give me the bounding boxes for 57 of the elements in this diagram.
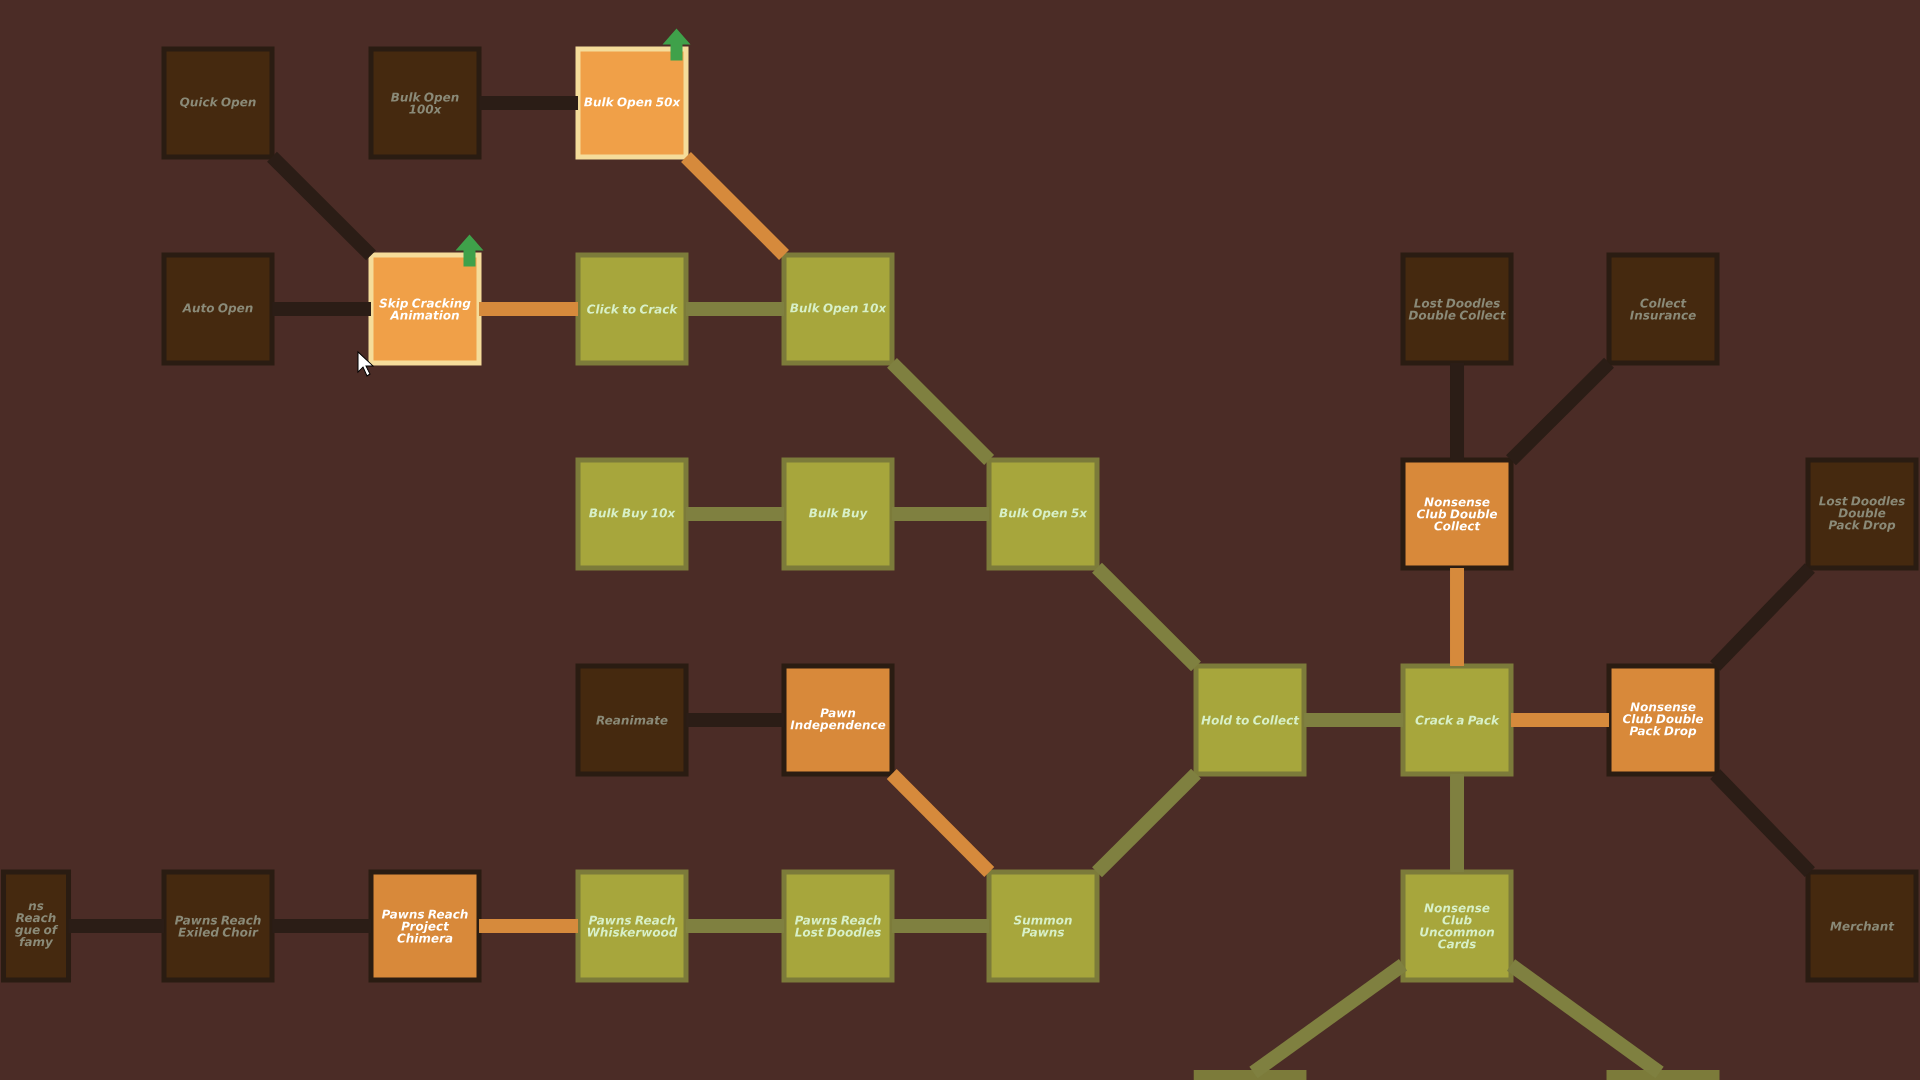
skill-box: Pawn Independence: [781, 663, 895, 777]
skill-box: Hold to Collect: [1193, 663, 1307, 777]
connector: [272, 919, 371, 933]
skill-box: Merchant: [1805, 869, 1919, 983]
skill-box: Collect Insurance: [1606, 252, 1720, 366]
connector: [1450, 568, 1464, 666]
connector: [272, 302, 371, 316]
connector: [479, 302, 578, 316]
skill-box: Pawns Reach Whiskerwood: [575, 869, 689, 983]
connector: [68, 919, 164, 933]
connector: [1092, 768, 1201, 878]
skill-box: Pawns Reach Project Chimera: [368, 869, 482, 983]
skill-box: Reanimate: [575, 663, 689, 777]
connector: [1249, 959, 1408, 1079]
connector: [479, 919, 578, 933]
connector: [1304, 713, 1403, 727]
skill-box: Pawns Reach Lost Doodles: [781, 869, 895, 983]
skill-box: Bulk Buy: [781, 457, 895, 571]
skill-box: Lost Doodles Double Collect: [1400, 252, 1514, 366]
skill-box: Click to Crack: [575, 252, 689, 366]
connector: [1506, 959, 1664, 1079]
connector: [267, 151, 376, 261]
skill-box: ns Reach gue of famy: [1, 869, 71, 983]
skill-box: Skip Cracking Animation: [368, 252, 482, 366]
connector: [686, 713, 784, 727]
skill-box: Bulk Buy 10x: [575, 457, 689, 571]
skill-box: Nonsense Club Double Collect: [1400, 457, 1514, 571]
connector: [1092, 562, 1201, 672]
skill-box: Lost Doodles Double Pack Drop: [1805, 457, 1919, 571]
connector: [1511, 713, 1609, 727]
connector: [886, 769, 995, 877]
connector: [681, 152, 789, 260]
connector: [686, 302, 784, 316]
connector: [1450, 774, 1464, 872]
connector: [686, 507, 784, 521]
skill-box: Bulk Open 50x: [575, 46, 689, 160]
connector: [892, 507, 989, 521]
connector: [1710, 563, 1815, 671]
skill-box: Bulk Open 5x: [986, 457, 1100, 571]
connector: [479, 96, 578, 110]
skill-box: Nonsense Club Double Pack Drop: [1606, 663, 1720, 777]
skill-box: Summon Pawns: [986, 869, 1100, 983]
connector: [1450, 363, 1464, 460]
skill-box: Crack a Pack: [1400, 663, 1514, 777]
skill-box: Bulk Open 100x: [368, 46, 482, 160]
connector: [892, 919, 989, 933]
connector: [887, 357, 995, 465]
skill-box: Nonsense Club Uncommon Cards: [1400, 869, 1514, 983]
skill-box: Pawns Reach Exiled Choir: [161, 869, 275, 983]
skill-box: Quick Open: [161, 46, 275, 160]
connector: [686, 919, 784, 933]
connector: [1506, 357, 1614, 466]
skill-box: Bulk Open 10x: [781, 252, 895, 366]
skill-box: [1606, 1070, 1720, 1080]
skill-box: [1193, 1070, 1307, 1080]
connector: [1710, 769, 1815, 877]
skill-box: Auto Open: [161, 252, 275, 366]
